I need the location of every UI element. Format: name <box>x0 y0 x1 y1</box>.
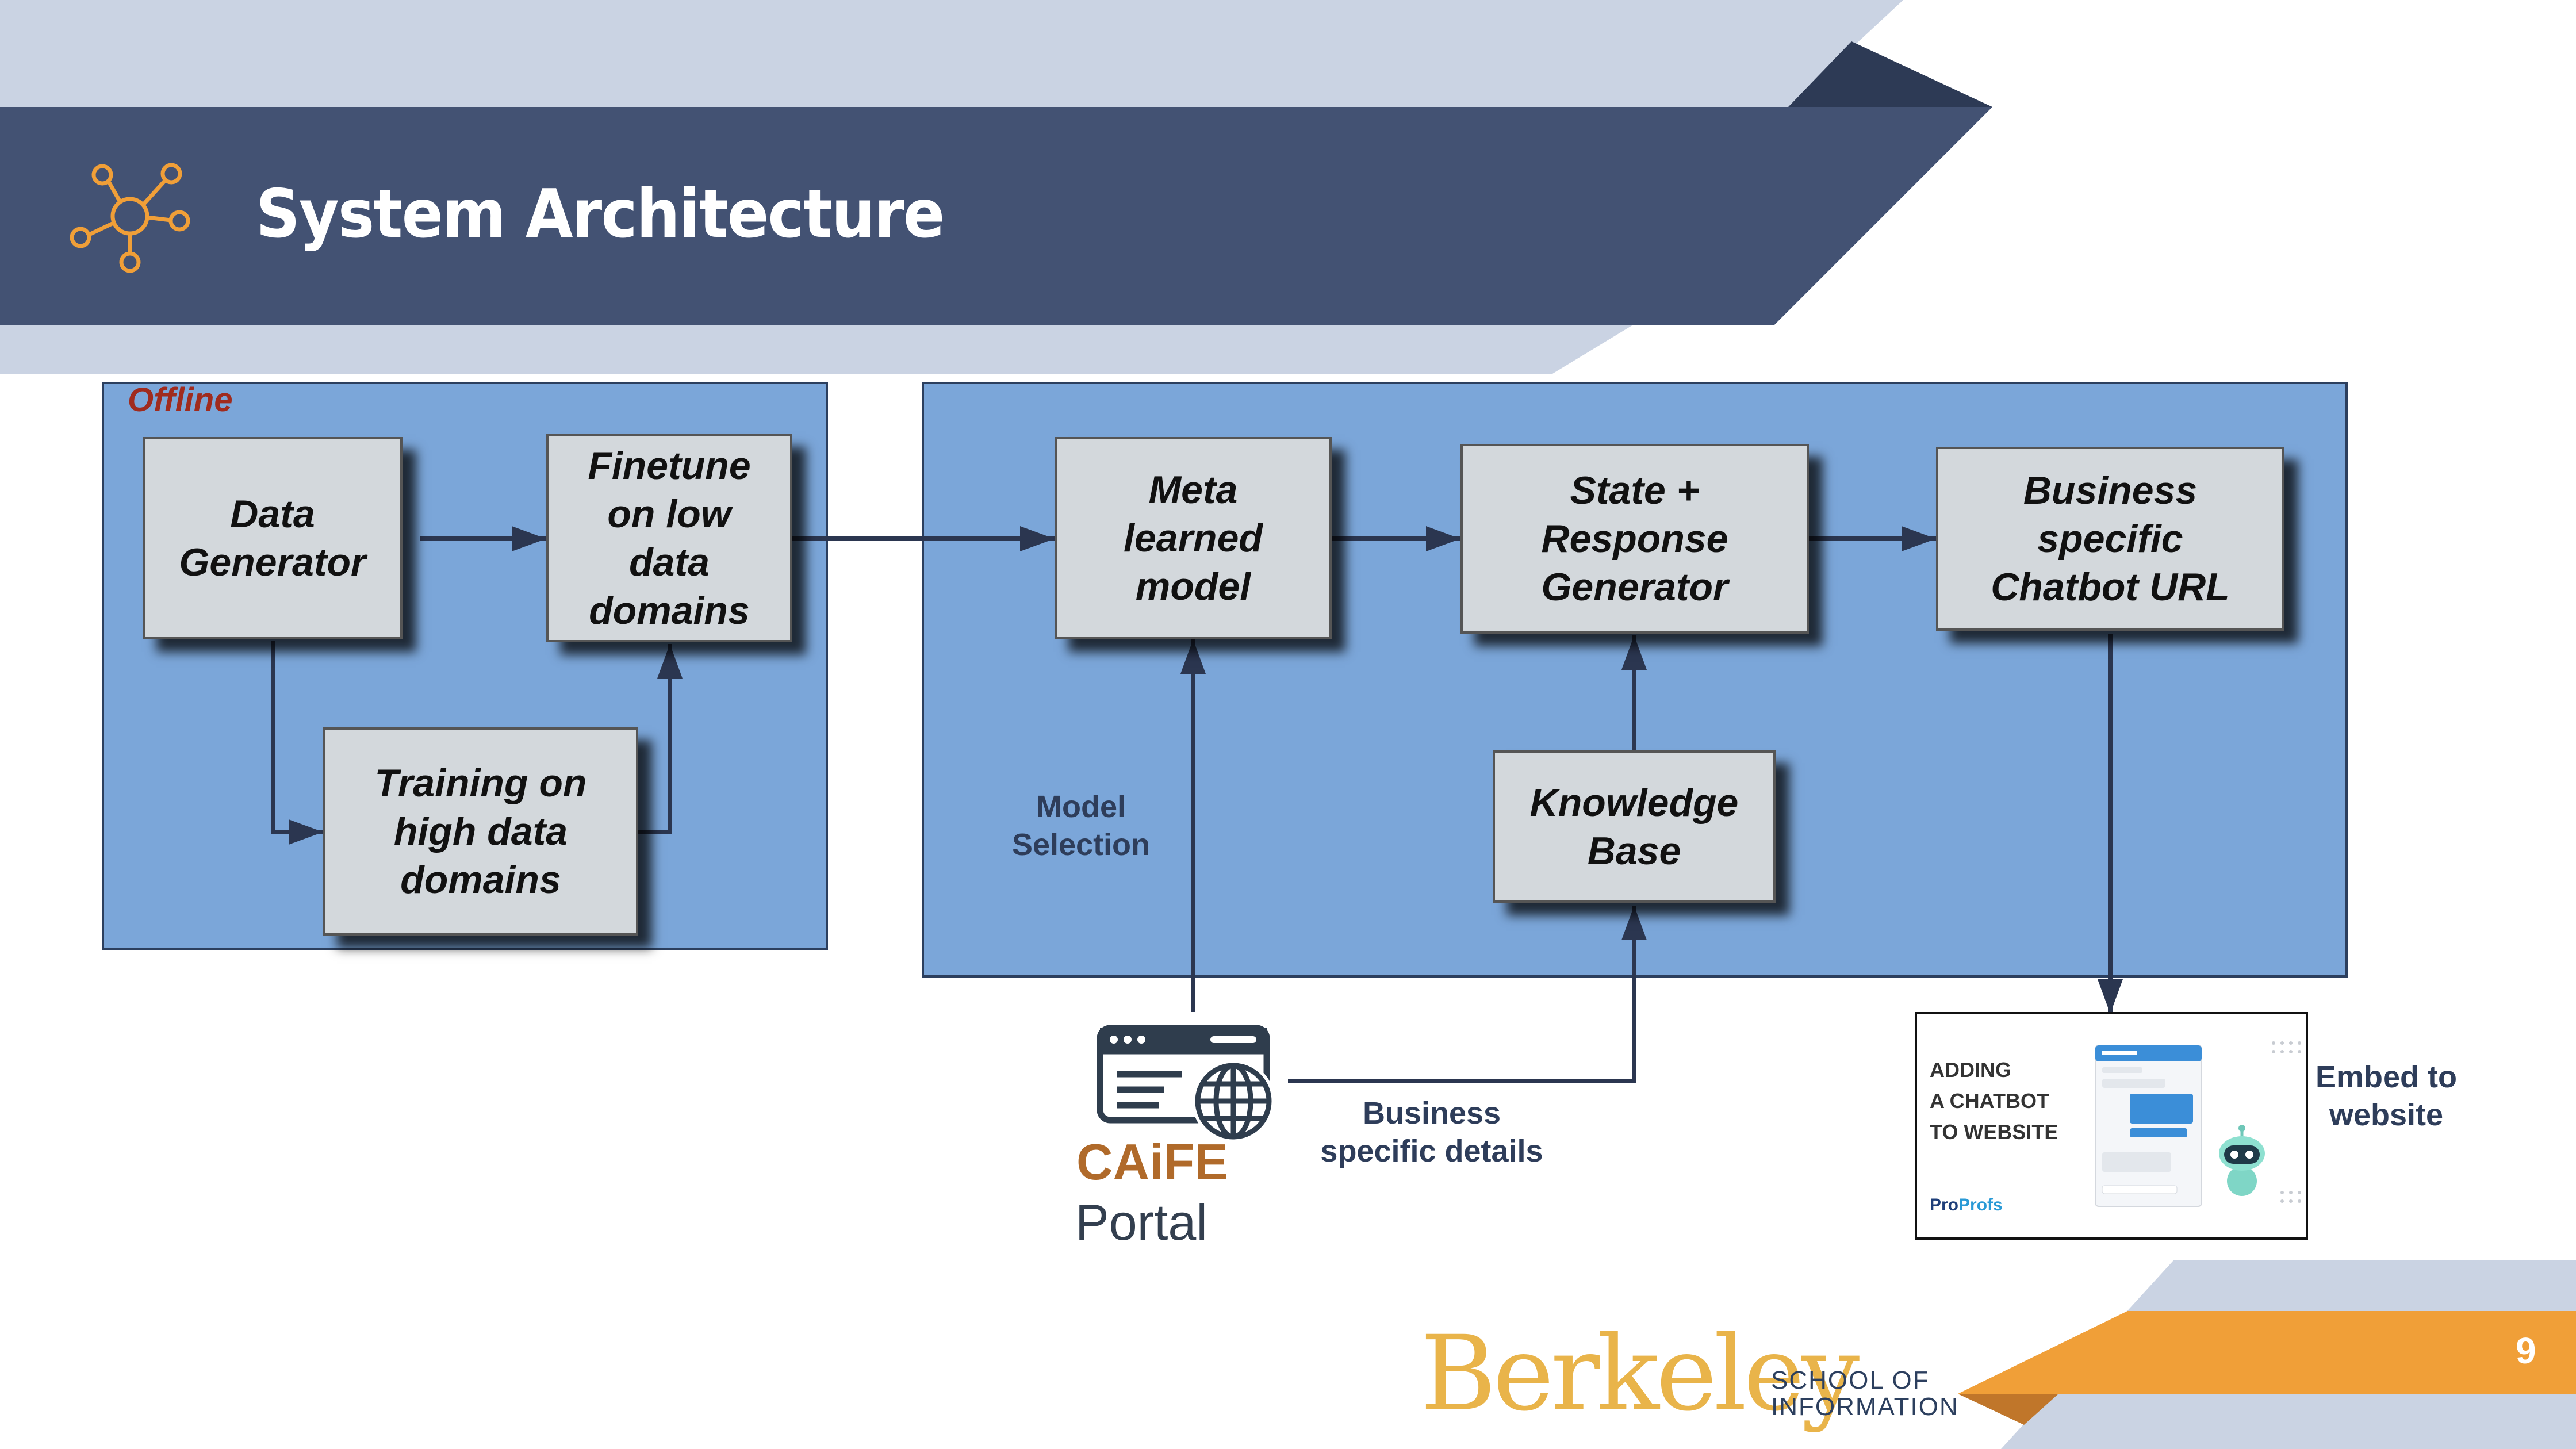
meta-model-box: Meta learned model <box>1055 437 1332 639</box>
chatbot-robot-icon <box>2219 1125 2265 1196</box>
proprofs-logo-part2: Profs <box>1958 1195 2003 1214</box>
knowledge-base-box: Knowledge Base <box>1493 750 1776 903</box>
slide-title: System Architecture <box>256 175 945 253</box>
web-portal-globe-icon <box>1097 1025 1275 1143</box>
finetune-box: Finetune on low data domains <box>546 434 792 642</box>
proprofs-logo: ProProfs <box>1930 1195 2003 1215</box>
header-dark-accent <box>1788 41 1992 107</box>
finetune-label: Finetune on low data domains <box>588 444 751 632</box>
embed-label: Embed to website <box>2315 1060 2457 1132</box>
state-response-label: State + Response Generator <box>1541 469 1728 609</box>
proprofs-logo-part1: Pro <box>1930 1195 1959 1214</box>
knowledge-base-label: Knowledge Base <box>1529 780 1739 873</box>
state-response-box: State + Response Generator <box>1460 444 1809 634</box>
website-chatbot-thumbnail: ADDING A CHATBOT TO WEBSITE ProProfs <box>1915 1012 2308 1240</box>
footer-dark-accent <box>1958 1394 2058 1425</box>
network-hub-icon <box>70 163 190 273</box>
header-banner <box>0 107 1992 325</box>
training-box: Training on high data domains <box>323 727 638 936</box>
berkeley-wordmark: Berkeley <box>1420 1314 1860 1434</box>
meta-model-label: Meta learned model <box>1124 468 1263 608</box>
portal-label: Portal <box>1075 1194 1208 1251</box>
model-selection-label: Model Selection <box>1011 789 1151 862</box>
data-generator-box: Data Generator <box>143 437 402 639</box>
footer-orange-band <box>1958 1311 2576 1394</box>
page-number: 9 <box>2516 1330 2536 1371</box>
data-generator-label: Data Generator <box>179 492 366 584</box>
caife-brand: CAiFE <box>1076 1133 1228 1190</box>
chatbot-url-label: Business specific Chatbot URL <box>1991 469 2230 609</box>
school-of-information-label: SCHOOL OF INFORMATION <box>1771 1366 1959 1421</box>
offline-label: Offline <box>128 381 233 419</box>
business-details-label: Business specific details <box>1320 1096 1543 1168</box>
chat-window-mockup <box>2095 1041 2301 1207</box>
thumbnail-heading: ADDING A CHATBOT TO WEBSITE <box>1930 1058 2058 1144</box>
training-label: Training on high data domains <box>374 761 587 902</box>
chatbot-url-box: Business specific Chatbot URL <box>1936 447 2284 631</box>
